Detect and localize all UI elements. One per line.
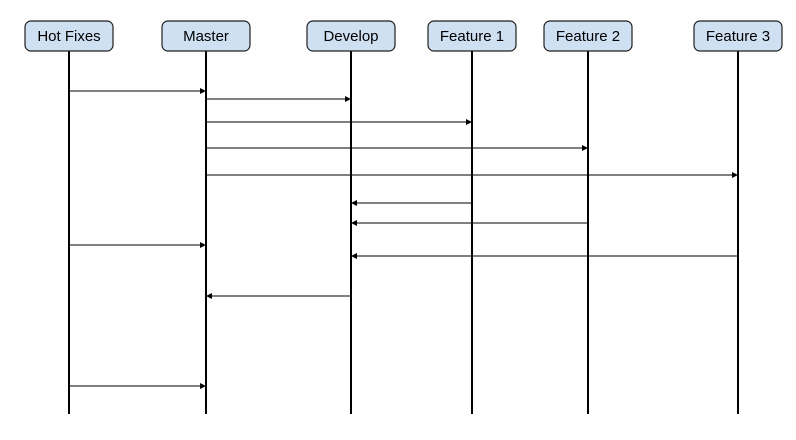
- lane-box-feature3: [693, 20, 783, 52]
- lane-label-develop: Develop: [323, 28, 378, 45]
- lane-label-master: Master: [183, 28, 229, 45]
- lane-box-hotfixes: [24, 20, 114, 52]
- lane-header-hotfixes: Hot Fixes: [24, 20, 114, 52]
- lane-header-feature2: Feature 2: [543, 20, 633, 52]
- lane-box-feature2: [543, 20, 633, 52]
- lane-box-feature1: [427, 20, 517, 52]
- lane-label-hotfixes: Hot Fixes: [37, 28, 100, 45]
- lane-box-develop: [306, 20, 396, 52]
- messages: [70, 88, 738, 389]
- lane-label-feature2: Feature 2: [556, 28, 620, 45]
- lane-header-feature3: Feature 3: [693, 20, 783, 52]
- lane-label-feature3: Feature 3: [706, 28, 770, 45]
- lane-label-feature1: Feature 1: [440, 28, 504, 45]
- lane-header-develop: Develop: [306, 20, 396, 52]
- lifelines: [68, 51, 739, 414]
- lane-box-master: [161, 20, 251, 52]
- lane-header-master: Master: [161, 20, 251, 52]
- lane-headers: Hot Fixes Master Develop Feature 1 Feature 2…: [24, 20, 783, 52]
- lane-header-feature1: Feature 1: [427, 20, 517, 52]
